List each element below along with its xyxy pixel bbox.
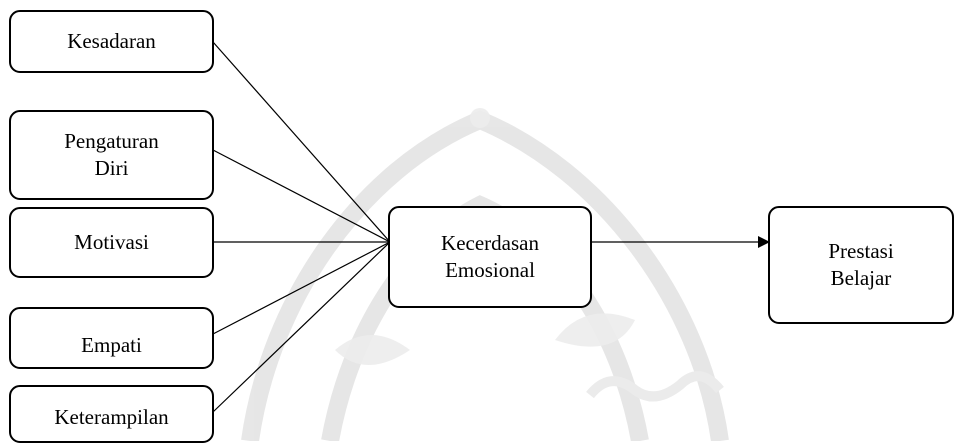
connector-pengaturan-diri — [212, 149, 391, 243]
node-kecerdasan-emosional: Kecerdasan Emosional — [388, 206, 592, 308]
node-keterampilan: Keterampilan — [9, 385, 214, 443]
node-kesadaran-label: Kesadaran — [67, 29, 156, 53]
connector-kesadaran — [212, 41, 391, 243]
node-pengaturan-diri-label: Pengaturan Diri — [64, 129, 159, 180]
node-motivasi: Motivasi — [9, 207, 214, 278]
node-empati: Empati — [9, 307, 214, 369]
node-prestasi-belajar: Prestasi Belajar — [768, 206, 954, 324]
node-prestasi-belajar-label: Prestasi Belajar — [828, 239, 894, 290]
node-motivasi-label: Motivasi — [74, 230, 149, 254]
connector-empati — [212, 241, 391, 335]
node-pengaturan-diri: Pengaturan Diri — [9, 110, 214, 200]
connector-keterampilan — [212, 241, 391, 413]
node-kesadaran: Kesadaran — [9, 10, 214, 73]
node-keterampilan-label: Keterampilan — [54, 404, 169, 429]
node-kecerdasan-emosional-label: Kecerdasan Emosional — [441, 231, 539, 282]
node-empati-label: Empati — [81, 332, 142, 357]
